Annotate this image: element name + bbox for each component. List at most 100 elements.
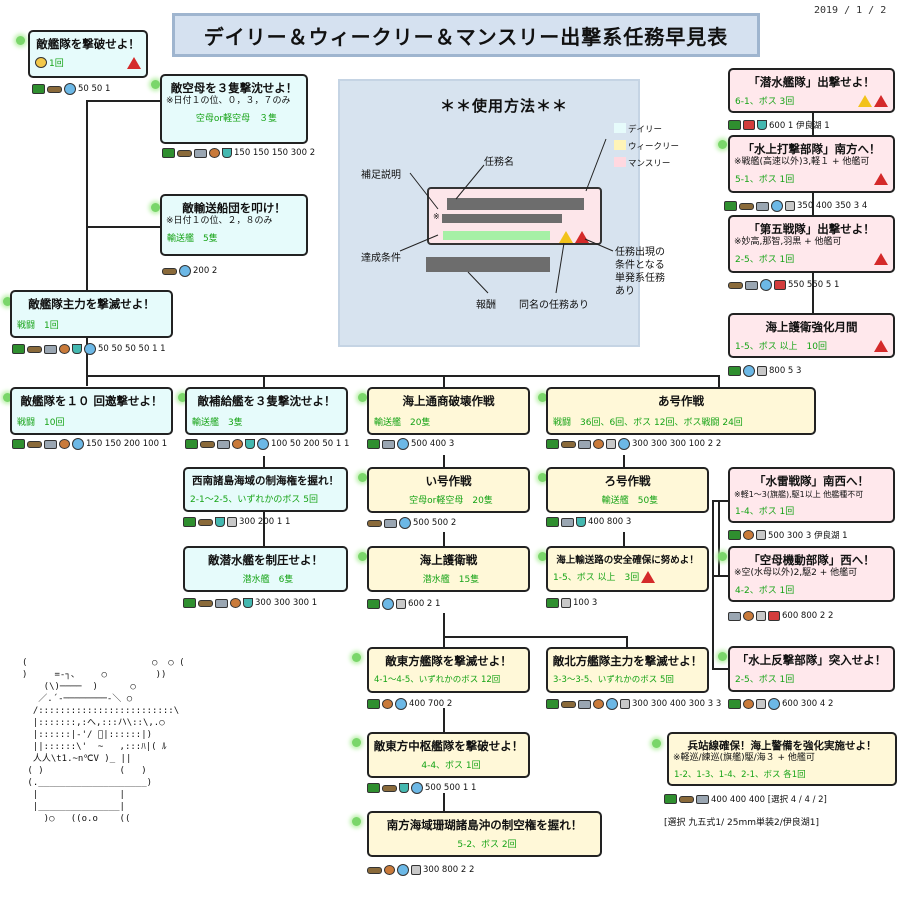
mission-card[interactable]: 「水上打撃部隊」南方へ！ ※戦艦(高速以外)3,軽１ + 他艦可 5-1、ボス … [728, 135, 895, 193]
status-dot [352, 653, 361, 662]
reward-values: 500 500 2 [413, 518, 457, 528]
mission-condition: 6-1、ボス 3回 [735, 97, 795, 107]
mission-name: 「水雷戦隊」南西へ！ [754, 474, 869, 488]
howto-reward-label: 報酬 [476, 300, 496, 311]
fuel-icon [32, 84, 45, 94]
mission-condition: 1-5、ボス 以上 10回 [735, 342, 828, 352]
alert-icon [874, 94, 889, 107]
mission-card[interactable]: 「潜水艦隊」出撃せよ！ 6-1、ボス 3回 [728, 68, 895, 113]
connector [812, 273, 814, 313]
mission-name: い号作戦 [425, 474, 472, 488]
mission-name: 「潜水艦隊」出撃せよ！ [748, 75, 875, 89]
mission-card[interactable]: 「空母機動部隊」西へ！ ※空(水母以外)2,駆2 + 他艦可 4-2、ボス 1回 [728, 546, 895, 602]
mission-card[interactable]: 敵潜水艦を制圧せよ！ 潜水艦 6隻 [183, 546, 348, 592]
dev-material-icon [64, 83, 76, 95]
reward-row: 300 300 300 1 [183, 598, 317, 608]
mission-name: 兵站線確保！海上警備を強化実施せよ！ [687, 740, 877, 752]
mission-condition: 輸送艦 3隻 [192, 418, 243, 428]
alert-icon [874, 339, 889, 352]
mission-card[interactable]: 海上護衛強化月間 1-5、ボス 以上 10回 [728, 313, 895, 358]
reward-row: 150 150 200 100 1 [12, 438, 167, 450]
mission-card[interactable]: 敵東方艦隊を撃滅せよ！ 4-1～4-5、いずれかのボス 12回 [367, 647, 530, 693]
mission-card[interactable]: い号作戦 空母or軽空母 20隻 [367, 467, 530, 513]
reward-row: 100 50 200 50 1 1 [185, 438, 349, 450]
mission-name: 敵東方中枢艦隊を撃破せよ！ [373, 739, 524, 753]
mission-card[interactable]: 敵艦隊を撃破せよ！ 1回 [28, 30, 148, 78]
howto-single-label: 任務出現の 条件となる 単発系任務 あり [615, 247, 665, 297]
status-dot [352, 817, 361, 826]
reward-row: 350 400 350 3 4 [724, 200, 867, 212]
reward-row: 100 3 [546, 598, 597, 608]
mission-card[interactable]: 南方海域珊瑚諸島沖の制空権を握れ！ 5-2、ボス 2回 [367, 811, 602, 857]
connector [812, 193, 814, 215]
reward-row: 600 300 4 2 [728, 698, 833, 710]
reward-row: 600 2 1 [367, 598, 440, 610]
connector [712, 500, 714, 670]
mission-card[interactable]: 敵輸送船団を叩け！ ※日付１の位、２，８のみ 輸送艦 5隻 [160, 194, 308, 256]
mission-card[interactable]: 兵站線確保！海上警備を強化実施せよ！ ※軽巡/練巡(旗艦)駆/海３ + 他艦可 … [667, 732, 897, 786]
howto-cond-label: 達成条件 [361, 253, 401, 264]
mission-card[interactable]: ろ号作戦 輸送艦 50隻 [546, 467, 709, 513]
page-title: デイリー＆ウィークリー＆マンスリー出撃系任務早見表 [172, 13, 760, 57]
connector [623, 455, 625, 467]
mission-condition: 輸送艦 5隻 [167, 234, 218, 244]
connector [86, 338, 88, 386]
connector [626, 636, 628, 651]
status-dot [178, 393, 187, 402]
reward-values: 100 50 200 50 1 1 [271, 439, 350, 449]
mission-card[interactable]: 海上輸送路の安全確保に努めよ！ 1-5、ボス 以上 3回 [546, 546, 709, 592]
mission-name: 海上護衛強化月間 [765, 320, 858, 334]
reward-row: 550 550 5 1 [728, 279, 839, 291]
sample-note-bar [442, 214, 562, 223]
mission-card[interactable]: 海上護衛戦 潜水艦 15隻 [367, 546, 530, 592]
mission-name: 敵東方艦隊を撃滅せよ！ [385, 654, 512, 668]
reward-values: 350 400 350 3 4 [797, 201, 868, 211]
mission-card[interactable]: 「第五戦隊」出撃せよ！ ※妙高,那智,羽黒 + 他艦可 2-5、ボス 1回 [728, 215, 895, 273]
reward-values: 300 200 1 1 [239, 517, 291, 527]
mission-condition: 4-1～4-5、いずれかのボス 12回 [374, 675, 501, 685]
mission-card[interactable]: あ号作戦 戦闘 36回、6回、ボス 12回、ボス戦闘 24回 [546, 387, 816, 435]
mission-card[interactable]: 敵艦隊主力を撃滅せよ！ 戦闘 1回 [10, 290, 173, 338]
status-dot [718, 652, 727, 661]
connector [712, 668, 728, 670]
mission-card[interactable]: 敵補給艦を３隻撃沈せよ！ 輸送艦 3隻 [185, 387, 348, 435]
mission-name: 海上通商破壊作戦 [402, 394, 495, 408]
mission-card[interactable]: 敵艦隊を１０ 回邀撃せよ！ 戦闘 10回 [10, 387, 173, 435]
status-dot [538, 552, 547, 561]
connector [443, 793, 445, 811]
mission-condition: 3-3～3-5、いずれかのボス 5回 [553, 675, 674, 685]
mission-name: 敵艦隊を１０ 回邀撃せよ！ [20, 394, 163, 408]
alert-icon [874, 172, 889, 185]
connector [443, 636, 627, 638]
mission-card[interactable]: 敵東方中枢艦隊を撃破せよ！ 4-4、ボス 1回 [367, 732, 530, 778]
reward-values: 300 300 300 100 2 2 [632, 439, 722, 449]
warning-icon [858, 94, 873, 107]
ascii-art: ( ○ ○ ( ) =‐┐、 ○ )) (\)──── ) ○ ／.´‐────… [22, 658, 185, 824]
howto-name-label: 任務名 [484, 157, 514, 168]
alert-icon [127, 56, 142, 69]
mission-card[interactable]: 敵北方艦隊主力を撃滅せよ！ 3-3～3-5、いずれかのボス 5回 [546, 647, 709, 693]
mission-condition: 5-2、ボス 2回 [457, 840, 517, 850]
mission-condition: 1-5、ボス 以上 3回 [553, 573, 640, 583]
legend-monthly: マンスリー [628, 159, 671, 169]
mission-card[interactable]: 「水上反撃部隊」突入せよ！ 2-5、ボス 1回 [728, 646, 895, 692]
reward-row: 50 50 50 50 1 1 [12, 343, 166, 355]
reward-row: 200 2 [162, 265, 217, 277]
connector [718, 500, 720, 576]
warning-icon [559, 231, 573, 243]
mission-name: 「第五戦隊」出撃せよ！ [748, 222, 875, 236]
reward-values: 500 500 1 1 [425, 783, 477, 793]
mission-name: あ号作戦 [658, 394, 704, 408]
connector [86, 375, 720, 377]
extra-reward-select: [選択 九五式1/ 25mm単装2/伊良湖1] [664, 818, 819, 828]
mission-card[interactable]: 海上通商破壊作戦 輸送艦 20隻 [367, 387, 530, 435]
howto-note-label: 補足説明 [361, 170, 401, 181]
mission-card[interactable]: 西南諸島海域の制海権を握れ！ 2-1～2-5、いずれかのボス 5回 [183, 467, 348, 512]
alert-icon [874, 252, 889, 265]
alert-icon [641, 570, 656, 583]
mission-condition: 空母or軽空母 ３隻 [195, 114, 278, 124]
connector [443, 636, 445, 651]
mission-card[interactable]: 「水雷戦隊」南西へ！ ※軽1～3(旗艦),駆1以上 他艦種不可 1-4、ボス 1… [728, 467, 895, 523]
mission-card[interactable]: 敵空母を３隻撃沈せよ！ ※日付１の位、０，３，７のみ 空母or軽空母 ３隻 [160, 74, 308, 144]
connector [86, 226, 162, 228]
